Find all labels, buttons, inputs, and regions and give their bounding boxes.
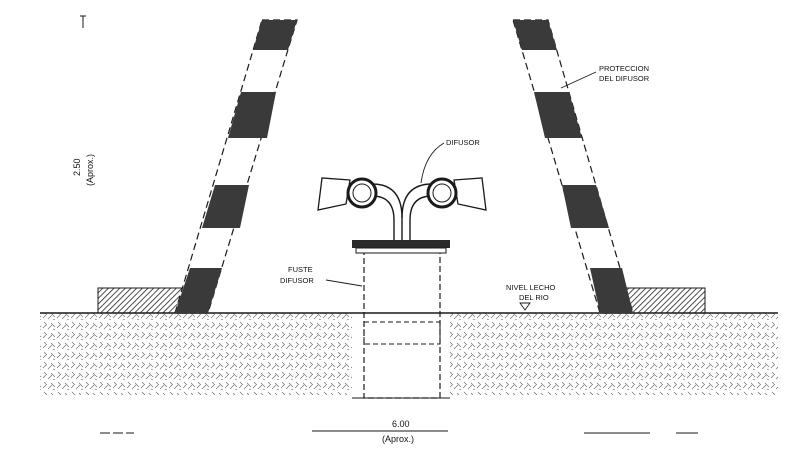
width-note: (Aprox.)	[382, 434, 414, 444]
nivel-label-line1: NIVEL LECHO	[506, 283, 555, 292]
proteccion-label-line1: PROTECCION	[599, 64, 649, 73]
height-note: (Aprox.)	[85, 154, 95, 186]
riverbed-soil	[40, 312, 778, 398]
leader-proteccion: PROTECCION DEL DIFUSOR	[560, 64, 650, 89]
width-value: 6.00	[392, 419, 410, 429]
protection-wall-right	[512, 19, 706, 314]
protection-wall-left	[97, 19, 298, 314]
proteccion-label-line2: DEL DIFUSOR	[599, 74, 650, 83]
fuste-label-line1: FUSTE	[288, 265, 313, 274]
fuste-label-line2: DIFUSOR	[280, 276, 314, 285]
nivel-label-line2: DEL RIO	[519, 293, 549, 302]
leader-difusor: DIFUSOR	[420, 138, 480, 184]
height-value: 2.50	[72, 158, 82, 176]
width-dimension: 6.00 (Aprox.)	[100, 419, 698, 444]
leader-nivel: NIVEL LECHO DEL RIO	[506, 283, 555, 311]
height-dimension: 2.50 (Aprox.)	[72, 15, 95, 186]
diffuser-head	[317, 177, 487, 254]
leader-fuste: FUSTE DIFUSOR	[280, 265, 363, 287]
difusor-label: DIFUSOR	[446, 138, 480, 147]
